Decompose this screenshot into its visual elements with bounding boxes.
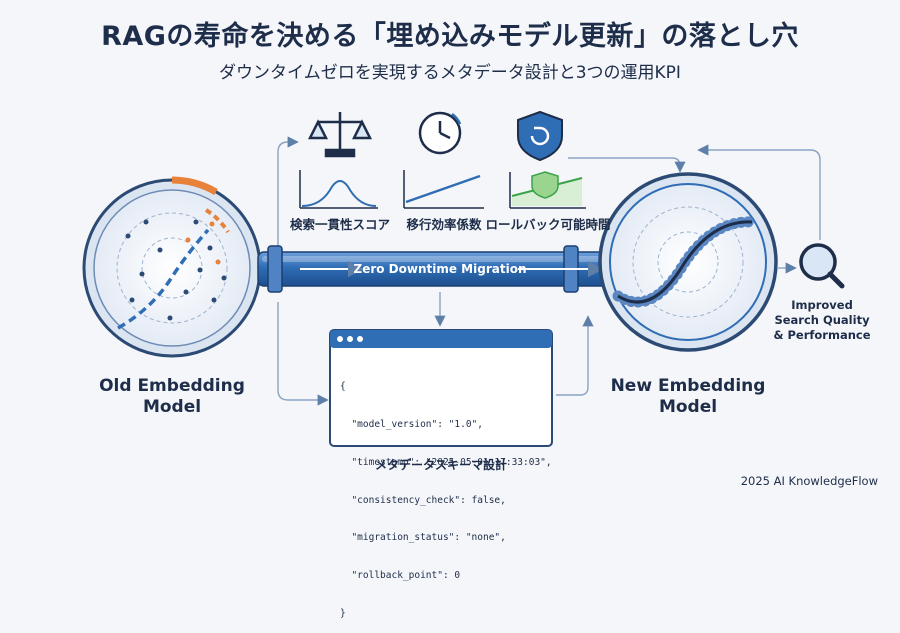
code-line: "timestamp": "2025-05-01 17:33:03", [340, 456, 552, 468]
trend-chart-icon [403, 170, 484, 209]
new-embedding-lens [598, 172, 778, 352]
improved-line3: & Performance [773, 328, 871, 342]
improved-label: Improved Search Quality & Performance [762, 298, 882, 343]
magnifier-icon [799, 243, 845, 289]
balance-scale-icon [307, 112, 373, 158]
shield-undo-icon [517, 110, 563, 162]
old-model-line1: Old Embedding [99, 376, 245, 396]
new-model-line2: Model [658, 397, 718, 417]
schema-code-block: { "model_version": "1.0", "timestamp": "… [340, 356, 552, 633]
old-model-line2: Model [142, 397, 202, 417]
improved-line1: Improved [791, 298, 853, 312]
bell-curve-chart-icon [299, 170, 378, 209]
rollback-chart-icon [509, 171, 586, 209]
code-line: "model_version": "1.0", [340, 418, 483, 430]
code-line: "rollback_point": 0 [340, 570, 461, 582]
old-model-label: Old Embedding Model [82, 376, 262, 418]
improved-line2: Search Quality [774, 313, 870, 327]
footer-credit: 2025 AI KnowledgeFlow [740, 474, 878, 488]
kpi-label-rollback: ロールバック可能時間 [485, 217, 611, 232]
code-line: } [340, 607, 346, 619]
new-model-label: New Embedding Model [598, 376, 778, 418]
new-model-line1: New Embedding [610, 376, 766, 396]
schema-label: メタデータスキーマ設計 [374, 458, 507, 472]
code-line: "migration_status": "none", [340, 532, 506, 544]
migration-pipe [257, 245, 619, 293]
clock-refresh-icon [418, 111, 462, 155]
page-subtitle: ダウンタイムゼロを実現するメタデータ設計と3つの運用KPI [219, 63, 681, 83]
migration-diagram [82, 110, 845, 447]
code-line: "consistency_check": false, [340, 494, 506, 506]
kpi-label-consistency: 検索一貫性スコア [289, 217, 390, 232]
schema-window [329, 329, 553, 447]
old-embedding-lens [82, 176, 262, 358]
code-line: { [340, 381, 346, 393]
connector-lines [277, 136, 821, 406]
kpi-label-efficiency: 移行効率係数 [406, 217, 482, 232]
pipe-label: Zero Downtime Migration [353, 262, 527, 276]
page-title: RAGの寿命を決める「埋め込みモデル更新」の落とし穴 [101, 21, 799, 52]
